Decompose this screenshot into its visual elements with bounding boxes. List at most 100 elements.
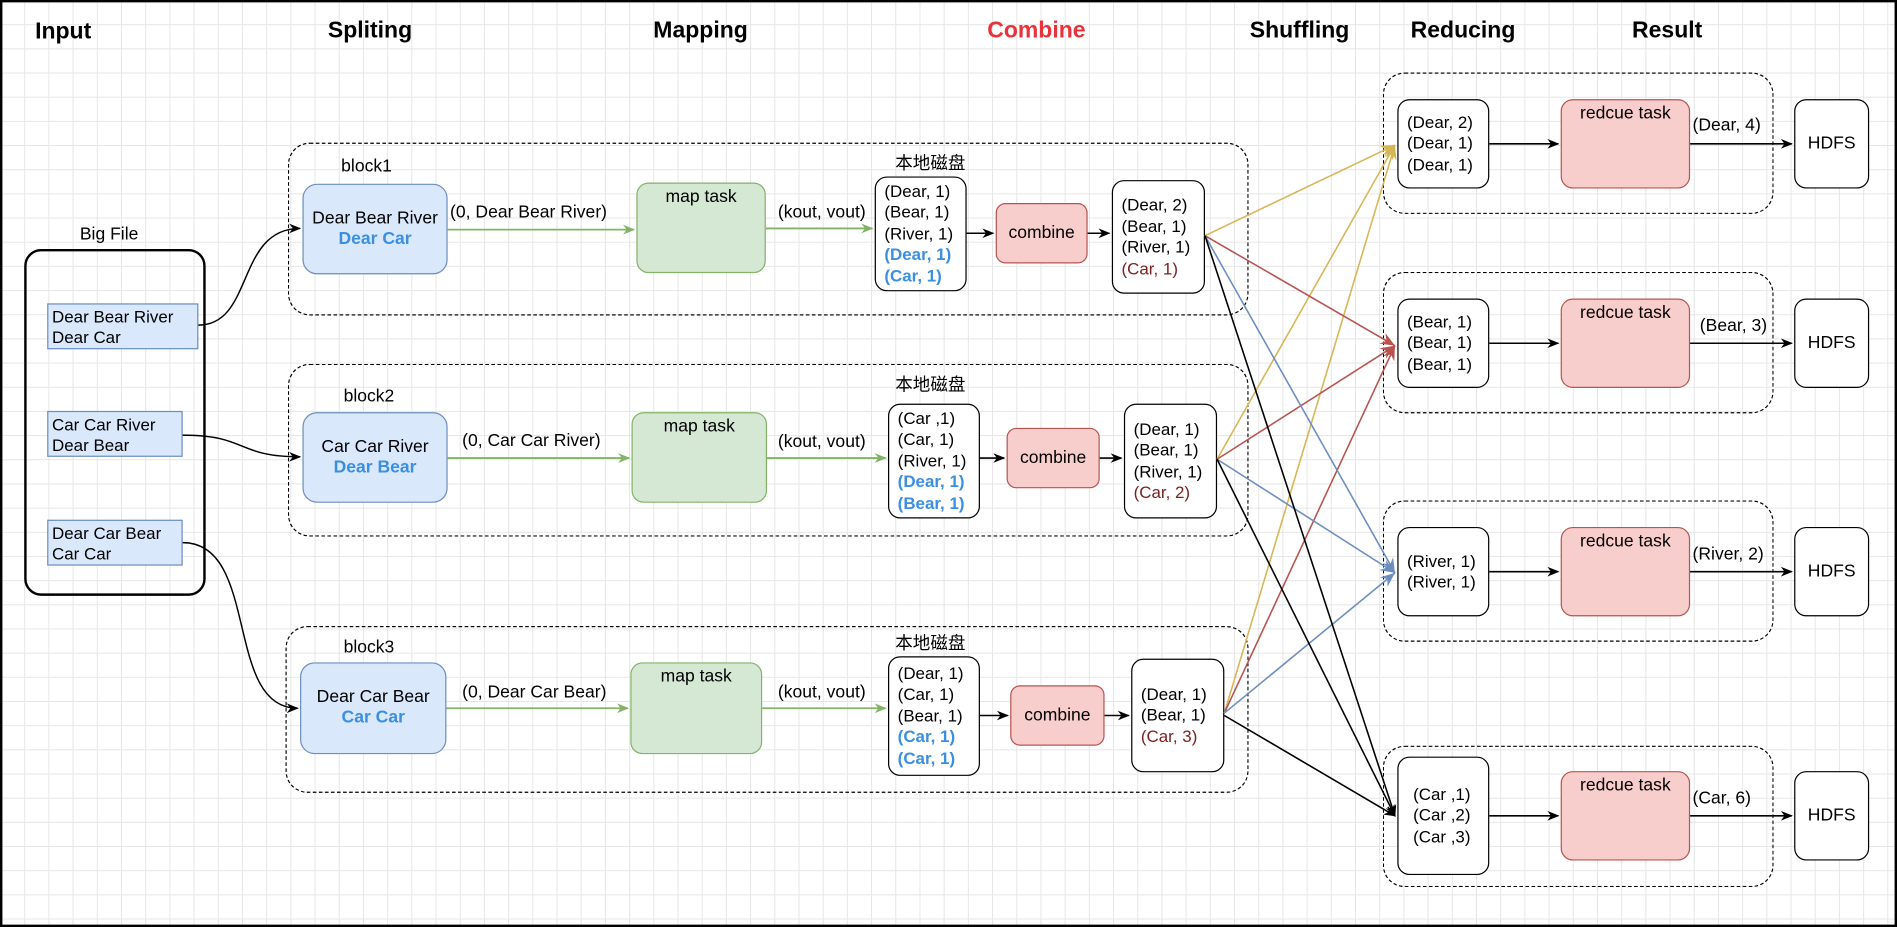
block2-map-edge-label: (kout, vout) bbox=[777, 432, 866, 453]
kv-item: (Dear, 1) bbox=[897, 663, 964, 683]
kv-item: (Car, 2) bbox=[1133, 482, 1191, 502]
kv-item: (Car, 3) bbox=[1140, 726, 1198, 746]
block3-label: block3 bbox=[343, 638, 395, 658]
split-line: Car Car River bbox=[321, 436, 429, 457]
kv-item: (Car, 1) bbox=[897, 726, 956, 747]
input-lines-2: Car Car River Dear Bear bbox=[47, 410, 183, 457]
block3-group bbox=[285, 626, 1249, 793]
kv-item: (Dear, 1) bbox=[884, 244, 952, 264]
kv-item: (River, 1) bbox=[1133, 461, 1203, 481]
kv-item: (Dear, 2) bbox=[1121, 194, 1188, 214]
shuffle-bear-edge bbox=[1216, 344, 1396, 460]
kv-item: (Dear, 1) bbox=[1133, 418, 1200, 439]
kv-item: (Bear, 1) bbox=[1407, 311, 1472, 331]
reducer1-output: (Dear, 4) bbox=[1692, 116, 1761, 136]
header-mapping: Mapping bbox=[653, 18, 748, 44]
kv-item: (Car, 1) bbox=[1121, 258, 1178, 278]
block2-label: block2 bbox=[343, 386, 395, 407]
shuffle-dear-edge bbox=[1223, 144, 1397, 714]
kv-item: (Bear, 1) bbox=[1407, 332, 1472, 353]
kv-item: (River, 1) bbox=[1121, 236, 1191, 257]
reducer2-task: redcue task bbox=[1560, 298, 1691, 388]
kv-item: (River, 1) bbox=[884, 223, 954, 243]
reducer1-task: redcue task bbox=[1560, 99, 1691, 189]
block2-disk-label: 本地磁盘 bbox=[895, 375, 966, 396]
kv-item: (Bear, 1) bbox=[1140, 704, 1206, 725]
kv-item: (Bear, 1) bbox=[884, 202, 950, 222]
input-line: Dear Car Bear bbox=[52, 523, 162, 543]
shuffle-bear-edge bbox=[1223, 345, 1396, 714]
kv-item: (Car ,1) bbox=[897, 408, 956, 428]
block1-split: Dear Bear River Dear Car bbox=[302, 183, 448, 275]
split-line-highlight: Dear Bear bbox=[333, 457, 417, 477]
kv-item: (Dear, 1) bbox=[897, 471, 965, 491]
reducer1-input: (Dear, 2) (Dear, 1) (Dear, 1) bbox=[1397, 99, 1490, 189]
shuffle-bear-edge bbox=[1204, 234, 1396, 347]
block1-map-output: (Dear, 1) (Bear, 1) (River, 1) (Dear, 1)… bbox=[874, 176, 967, 292]
reducer2-output: (Bear, 3) bbox=[1699, 316, 1768, 336]
block3-map-task: map task bbox=[630, 662, 763, 755]
reducer4-output: (Car, 6) bbox=[1692, 789, 1752, 809]
block1-map-edge-label: (kout, vout) bbox=[777, 203, 866, 223]
split-line-highlight: Dear Car bbox=[338, 229, 412, 249]
input-line: Dear Car bbox=[52, 327, 121, 347]
split-line: Dear Bear River bbox=[312, 208, 438, 228]
kv-item: (Car ,1) bbox=[1413, 784, 1471, 804]
kv-item: (Bear, 1) bbox=[1121, 215, 1187, 236]
shuffle-dear-edge bbox=[1216, 144, 1396, 460]
input-to-block3-edge bbox=[182, 541, 299, 714]
kv-item: (Bear, 1) bbox=[897, 492, 965, 513]
reducer2-input: (Bear, 1) (Bear, 1) (Bear, 1) bbox=[1397, 298, 1490, 388]
reducer3-task: redcue task bbox=[1560, 526, 1691, 617]
header-input: Input bbox=[35, 19, 92, 45]
block1-combine: combine bbox=[995, 203, 1088, 264]
split-line-highlight: Car Car bbox=[341, 708, 405, 728]
input-to-block2-edge bbox=[182, 434, 302, 462]
kv-item: (Dear, 1) bbox=[884, 180, 951, 201]
block2-map-output: (Car ,1) (Car, 1) (River, 1) (Dear, 1) (… bbox=[888, 403, 980, 519]
kv-item: (River, 1) bbox=[1407, 550, 1476, 570]
block2-split-edge-label: (0, Car Car River) bbox=[462, 431, 601, 451]
reducer3-input: (River, 1) (River, 1) bbox=[1397, 526, 1490, 617]
block2-map-task: map task bbox=[631, 412, 768, 503]
kv-item: (River, 1) bbox=[897, 450, 967, 470]
shuffle-river-edge bbox=[1223, 572, 1396, 714]
header-result: Result bbox=[1632, 18, 1703, 44]
kv-item: (Bear, 1) bbox=[1133, 439, 1199, 460]
input-to-block1-edge bbox=[198, 223, 302, 326]
shuffle-river-edge bbox=[1204, 235, 1396, 574]
header-reducing: Reducing bbox=[1410, 18, 1516, 44]
hdfs-sink-1: HDFS bbox=[1794, 99, 1870, 189]
block1-disk-label: 本地磁盘 bbox=[895, 154, 966, 175]
header-shuffling: Shuffling bbox=[1249, 18, 1350, 44]
shuffle-dear-edge bbox=[1204, 144, 1396, 237]
block2-group bbox=[287, 363, 1249, 537]
kv-item: (Bear, 1) bbox=[1407, 353, 1472, 374]
kv-item: (Dear, 1) bbox=[1407, 154, 1473, 174]
block3-map-edge-label: (kout, vout) bbox=[777, 682, 866, 703]
shuffle-river-edge bbox=[1216, 458, 1396, 574]
shuffle-car-edge bbox=[1204, 235, 1397, 817]
block3-map-output: (Dear, 1) (Car, 1) (Bear, 1) (Car, 1) (C… bbox=[888, 656, 980, 776]
kv-item: (Car, 1) bbox=[897, 684, 955, 704]
block2-combined-output: (Dear, 1) (Bear, 1) (River, 1) (Car, 2) bbox=[1123, 403, 1218, 519]
reducer4-task: redcue task bbox=[1560, 771, 1691, 861]
kv-item: (Car, 1) bbox=[897, 747, 956, 768]
shuffle-car-edge bbox=[1216, 458, 1396, 817]
kv-item: (Dear, 1) bbox=[1407, 133, 1473, 153]
reducer4-input: (Car ,1) (Car ,2) (Car ,3) bbox=[1397, 756, 1490, 876]
kv-item: (Dear, 2) bbox=[1407, 112, 1473, 132]
block1-label: block1 bbox=[341, 157, 392, 177]
input-lines-1: Dear Bear River Dear Car bbox=[47, 303, 199, 350]
header-splitting: Spliting bbox=[327, 18, 413, 44]
big-file-label: Big File bbox=[79, 224, 139, 245]
kv-item: (Car ,2) bbox=[1413, 805, 1471, 825]
input-line: Dear Bear bbox=[52, 435, 130, 455]
shuffle-car-edge bbox=[1223, 714, 1396, 817]
block2-combine: combine bbox=[1006, 427, 1100, 489]
kv-item: (Car, 1) bbox=[884, 265, 942, 285]
kv-item: (Bear, 1) bbox=[897, 705, 963, 725]
